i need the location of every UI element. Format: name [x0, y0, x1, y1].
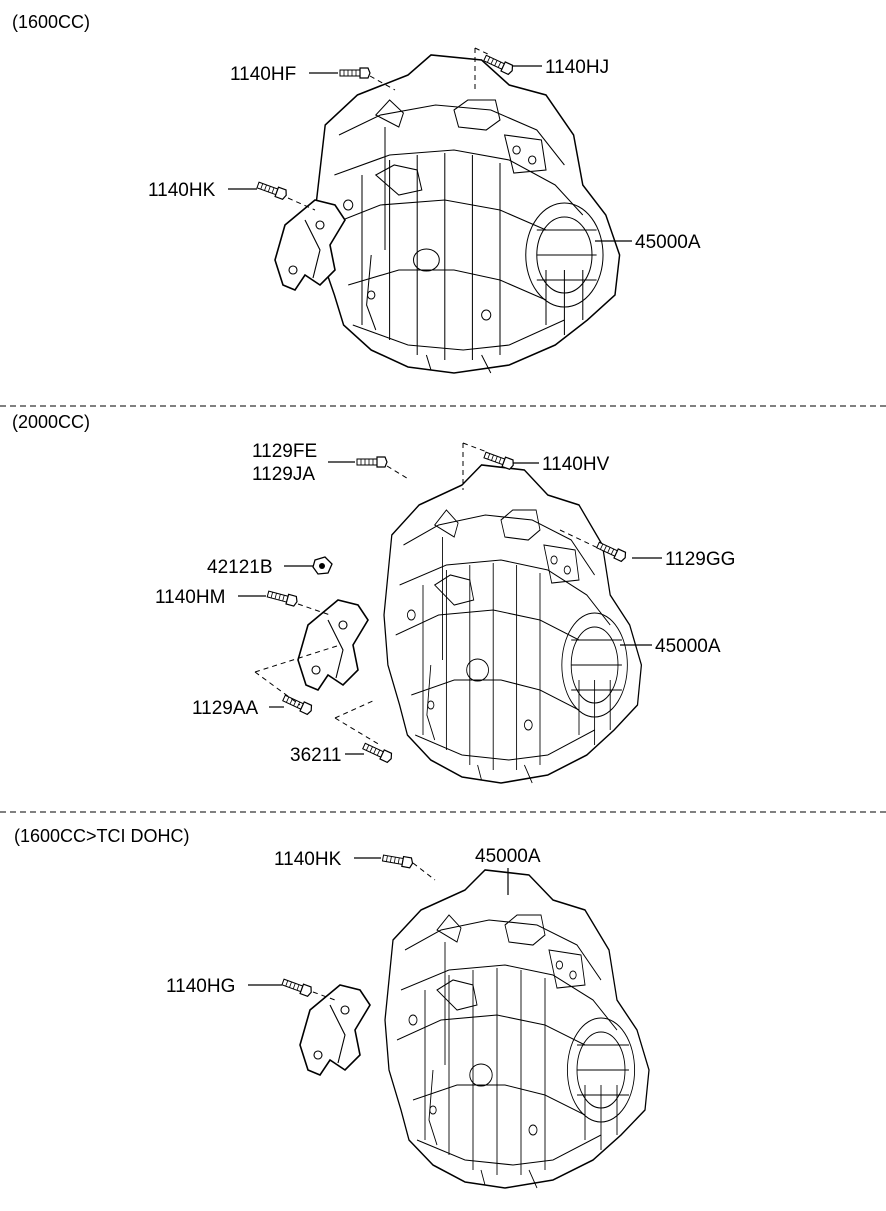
section-1600cc-tci-dohc: (1600CC>TCI DOHC) 1140HK 45000A 1140HG [14, 826, 650, 1189]
part-label-1140hg[interactable]: 1140HG [166, 976, 235, 997]
transaxle-assembly-illustration [315, 54, 621, 374]
part-label-1129gg[interactable]: 1129GG [665, 549, 735, 570]
bolt-icon [361, 740, 394, 764]
part-label-1140hm[interactable]: 1140HM [155, 587, 225, 608]
part-label-1129aa[interactable]: 1129AA [192, 698, 259, 719]
section-header: (1600CC>TCI DOHC) [14, 826, 190, 846]
bolt-icon [280, 976, 314, 998]
bolt-icon [281, 692, 314, 716]
part-label-1140hk[interactable]: 1140HK [148, 180, 216, 201]
part-label-1140hj[interactable]: 1140HJ [545, 57, 609, 78]
part-label-1129fe[interactable]: 1129FE [252, 441, 317, 462]
section-1600cc: (1600CC) 1140HF 1140HJ 1140HK 45000A [12, 12, 701, 374]
part-label-1140hf[interactable]: 1140HF [230, 64, 296, 85]
nut-icon [312, 556, 333, 575]
part-label-1140hv[interactable]: 1140HV [542, 454, 610, 475]
part-label-36211[interactable]: 36211 [290, 745, 341, 766]
part-label-1140hk[interactable]: 1140HK [274, 849, 342, 870]
part-label-45000a[interactable]: 45000A [475, 846, 541, 867]
part-label-1129ja[interactable]: 1129JA [252, 464, 315, 485]
part-label-42121b[interactable]: 42121B [207, 557, 273, 578]
section-2000cc: (2000CC) 1129FE 1129JA 1140HV 1129GG 421… [12, 412, 735, 784]
part-label-45000a[interactable]: 45000A [655, 636, 721, 657]
mounting-bracket-illustration [297, 599, 369, 691]
bolt-icon [381, 852, 415, 869]
part-label-45000a[interactable]: 45000A [635, 232, 701, 253]
section-header: (1600CC) [12, 12, 90, 32]
bolt-icon [255, 179, 289, 201]
bolt-icon [356, 456, 388, 468]
bolt-icon [266, 588, 299, 608]
bolt-icon [339, 67, 371, 79]
section-header: (2000CC) [12, 412, 90, 432]
transaxle-assembly-illustration [383, 464, 643, 784]
transaxle-assembly-illustration [384, 869, 650, 1189]
mounting-bracket-illustration [299, 984, 371, 1076]
